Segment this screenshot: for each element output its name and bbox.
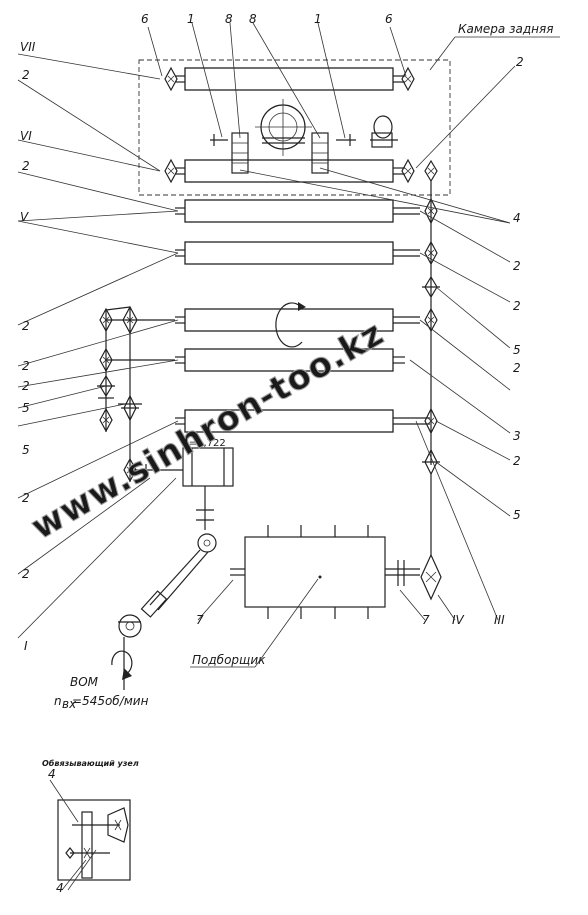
sprocket-vii-left	[164, 66, 178, 92]
pickup	[230, 525, 420, 619]
gearbox-housing	[182, 447, 234, 487]
pto-label: ВОМ	[70, 675, 99, 689]
label-5-b: 5	[22, 443, 30, 457]
label-6-left: 6	[141, 12, 149, 26]
rotation-arrow	[275, 302, 306, 348]
label-6-right: 6	[385, 12, 393, 26]
label-2-e: 2	[22, 379, 30, 393]
roll-lower-1	[184, 348, 394, 372]
label-2-f: 2	[22, 491, 30, 505]
label-iii: III	[494, 613, 505, 627]
label-2-b: 2	[22, 159, 30, 173]
labels-top: 6 1 8 8 1 6	[141, 12, 393, 26]
label-5-r1: 5	[513, 343, 521, 357]
label-8-left: 8	[225, 12, 233, 26]
roll-vii	[184, 67, 394, 91]
label-7-right: 7	[422, 613, 430, 627]
knotter-cam	[373, 115, 393, 139]
label-2-d: 2	[22, 359, 30, 373]
label-2-r3: 2	[513, 299, 521, 313]
sprocket-right-1	[424, 159, 438, 183]
roll-v-lower	[184, 241, 394, 265]
rear-chamber-frame	[138, 59, 451, 196]
pto-speed-value: =545об/мин	[72, 694, 149, 708]
sprocket-vii-right	[401, 66, 415, 92]
label-2-a: 2	[22, 68, 30, 82]
label-vi: VI	[20, 129, 32, 143]
sprocket-vi-right	[401, 158, 415, 184]
label-2-r1: 2	[516, 55, 524, 69]
chamber-internals	[210, 99, 398, 174]
pto-rotation-arrow	[111, 650, 133, 675]
knotter-title: Обвязывающий узел	[42, 758, 139, 768]
sprocket-vi-left	[164, 158, 178, 184]
label-5-r2: 5	[513, 508, 521, 522]
cardan-joint-upper	[197, 533, 217, 553]
roll-v-upper	[184, 199, 394, 223]
label-1-left: 1	[187, 12, 195, 26]
chamber-title: Камера задняя	[458, 22, 553, 36]
knotter-label-4-bottom: 4	[56, 881, 64, 895]
knotter-disc	[81, 811, 93, 879]
label-3-r: 3	[513, 429, 521, 443]
chamber-title-leader	[429, 36, 456, 71]
label-i: I	[24, 639, 28, 653]
label-vii: VII	[20, 40, 36, 54]
labels-right: 2 4 2 2 5 2 3 2 5 III IV 7 7	[196, 55, 524, 627]
label-2-r4: 2	[513, 361, 521, 375]
leader-lines	[17, 22, 516, 639]
label-2-c: 2	[22, 319, 30, 333]
knotter-inset: Обвязывающий узел 4 4	[42, 758, 139, 895]
knotter-frame	[57, 799, 131, 881]
label-5-a: 5	[22, 401, 30, 415]
label-2-r5: 2	[513, 454, 521, 468]
pickup-body	[244, 536, 386, 608]
labels-left: VII 2 VI 2 V 2 2 2 5 5 2 2 I	[20, 40, 36, 653]
pickup-label: Подборщик	[192, 653, 266, 667]
rear-chamber: Камера задняя	[138, 22, 560, 196]
rolls	[184, 67, 394, 433]
label-iv: IV	[452, 613, 465, 627]
gear-ratio: i=1,722	[186, 438, 226, 449]
roll-middle	[184, 308, 394, 332]
label-7-left: 7	[196, 613, 204, 627]
roll-vi	[184, 159, 394, 183]
pto-cardan	[111, 533, 217, 690]
label-1-right: 1	[314, 12, 322, 26]
reduction-gearbox: i=1,722	[130, 438, 234, 530]
label-v: V	[20, 210, 29, 224]
roll-lower-2	[184, 409, 394, 433]
label-2-r2: 2	[513, 259, 521, 273]
label-2-g: 2	[22, 567, 30, 581]
sprockets	[97, 66, 442, 601]
chains	[98, 181, 432, 555]
label-4-r: 4	[513, 211, 521, 225]
pto-speed-symbol: n	[54, 694, 62, 708]
sprocket-pickup-drive	[420, 553, 442, 601]
label-8-right: 8	[249, 12, 257, 26]
cardan-joint-lower	[118, 614, 142, 638]
pto-speed-subscript: вх	[62, 697, 77, 711]
knotter-label-4-top: 4	[48, 767, 56, 781]
